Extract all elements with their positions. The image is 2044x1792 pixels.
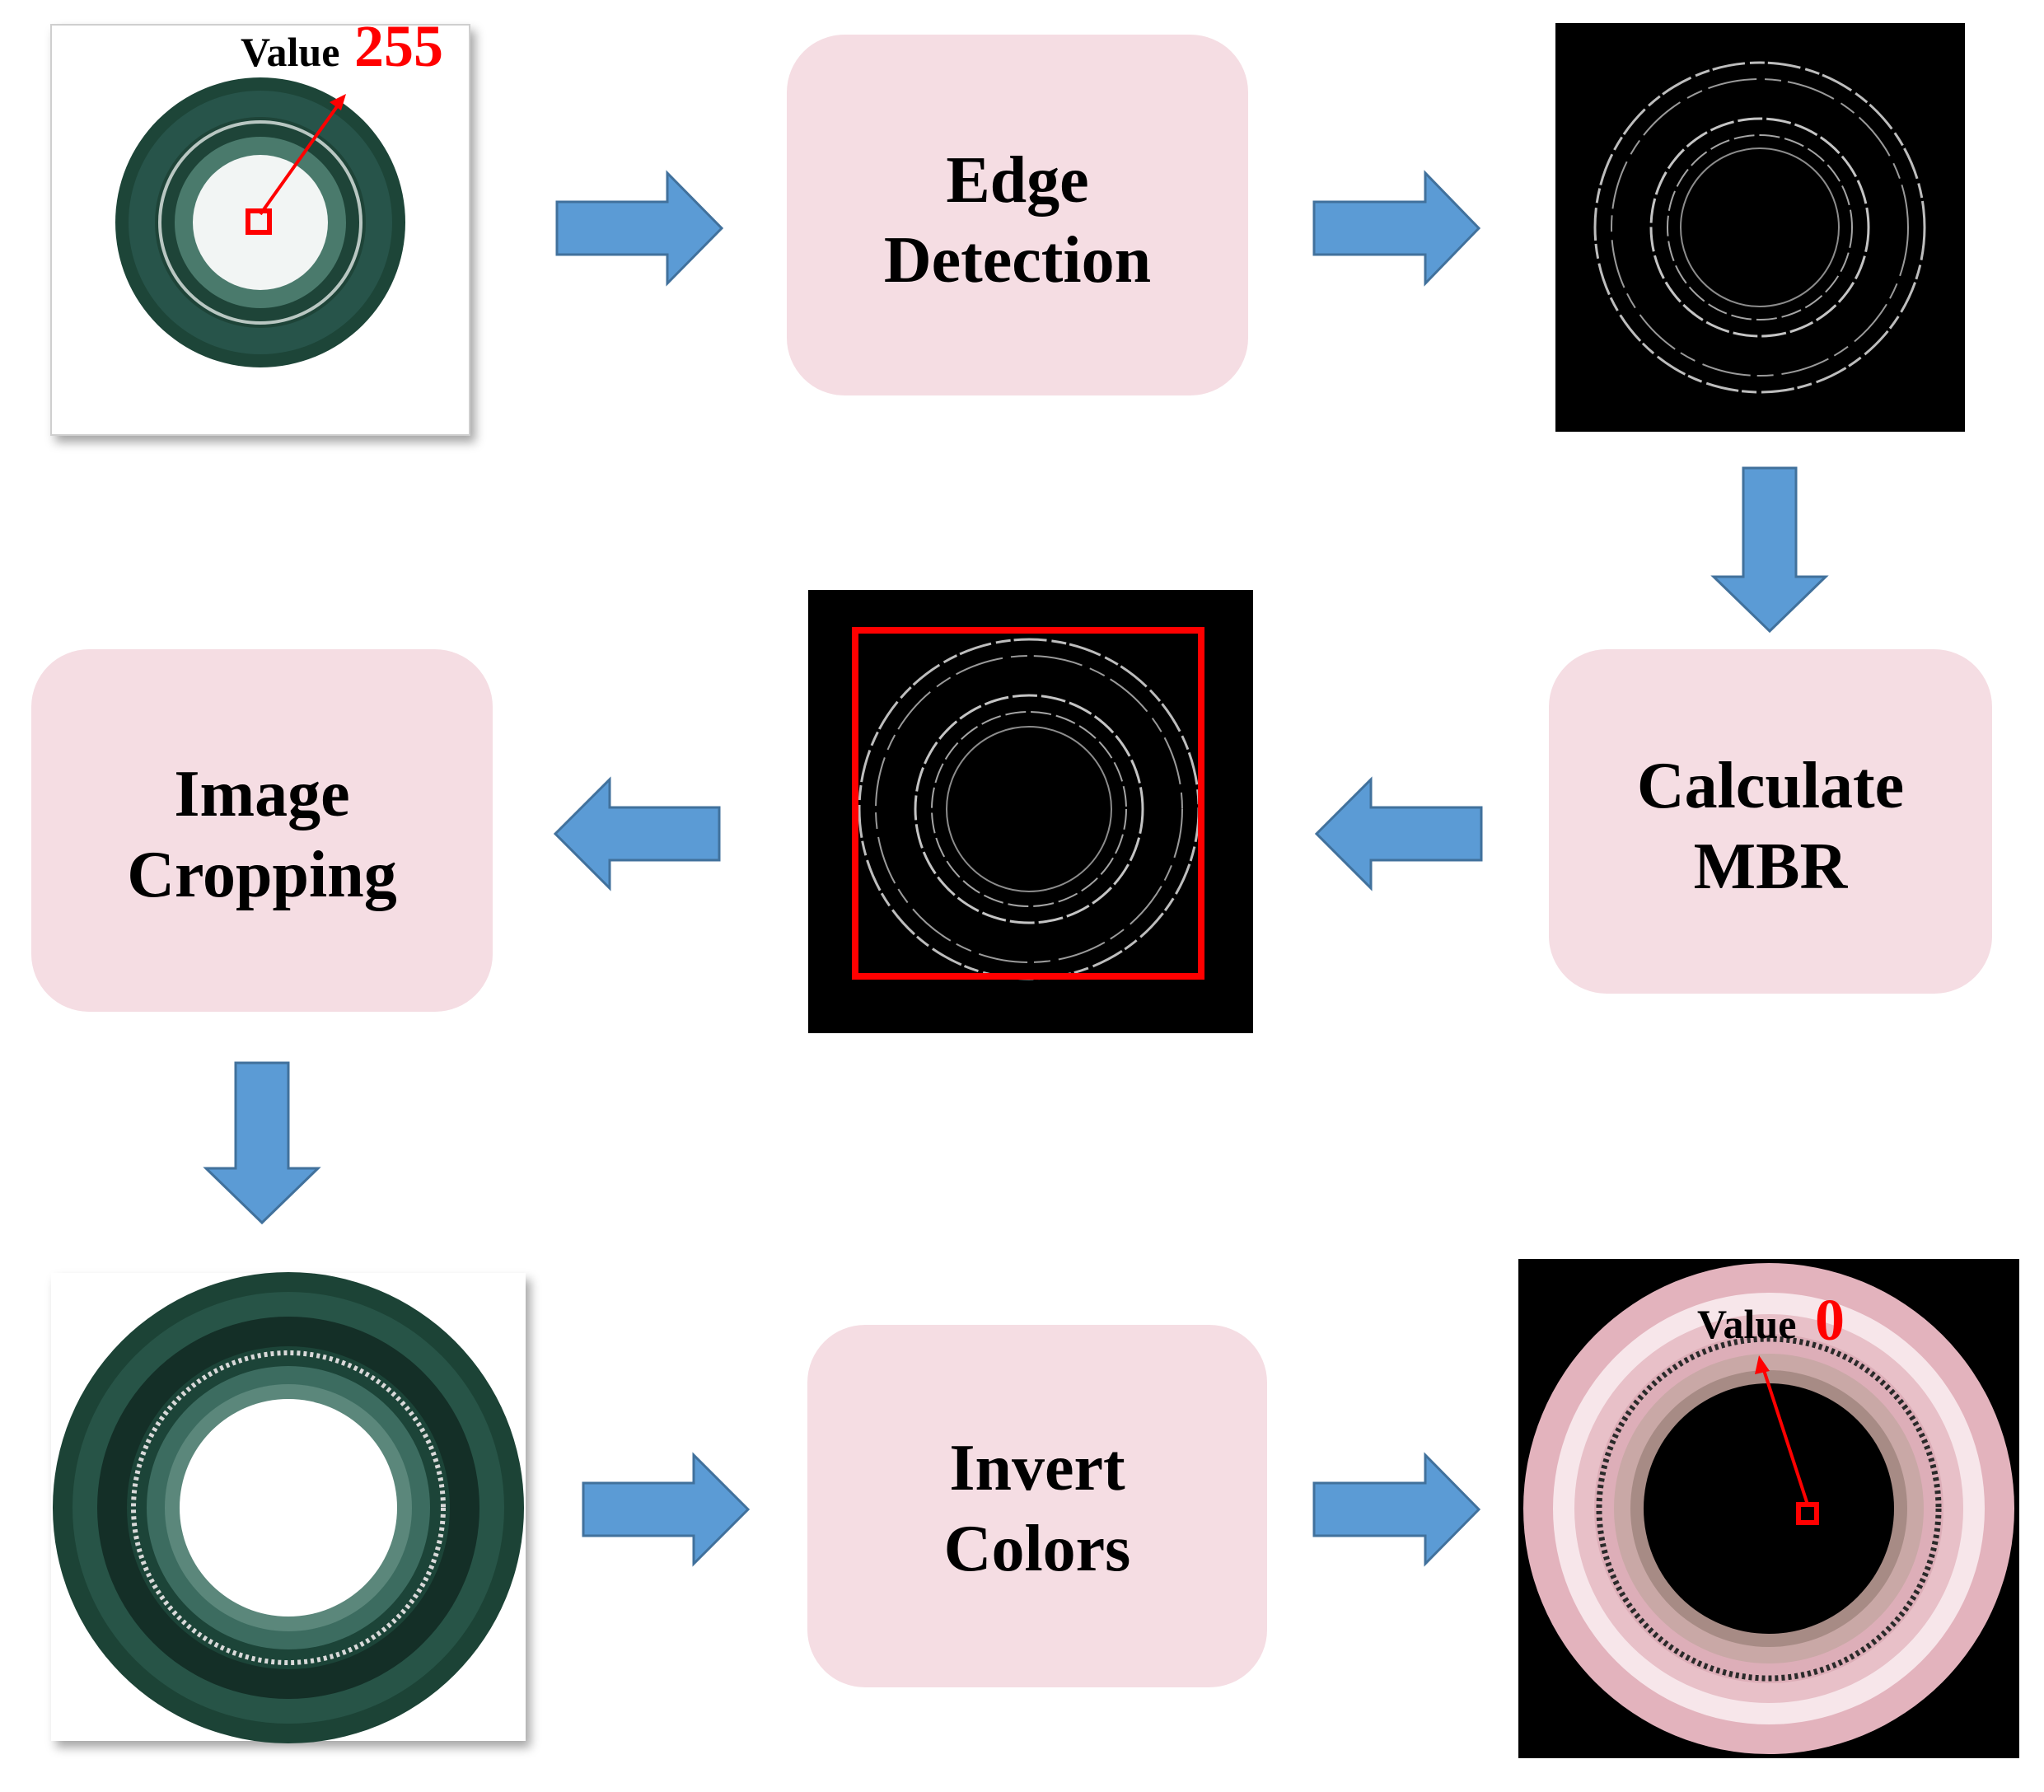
arrow-right-1 — [555, 170, 724, 287]
edge-detection-line2: Detection — [884, 224, 1151, 297]
arrow-right-4 — [1312, 1452, 1481, 1567]
edge-detection-line1: Edge — [946, 144, 1088, 217]
arrow-down-2 — [203, 1061, 321, 1225]
edge-detected-image — [1555, 23, 1965, 432]
invert-colors-box — [807, 1325, 1267, 1687]
output-value-number: 0 — [1815, 1287, 1845, 1353]
invert-colors-line2: Colors — [944, 1513, 1131, 1585]
arrow-right-3 — [582, 1452, 751, 1567]
edge-detection-box — [787, 35, 1248, 395]
arrow-left-2 — [553, 776, 721, 891]
input-value-number: 255 — [354, 13, 443, 79]
arrow-down-1 — [1710, 466, 1829, 634]
mbr-image — [808, 590, 1253, 1033]
output-value-label: Value — [1697, 1301, 1796, 1347]
image-cropping-box — [31, 649, 493, 1012]
image-cropping-line1: Image — [174, 758, 349, 830]
arrow-left-1 — [1314, 776, 1483, 891]
calculate-mbr-line2: MBR — [1694, 830, 1849, 903]
invert-colors-line1: Invert — [949, 1432, 1125, 1504]
input-value-label: Value — [241, 29, 339, 75]
cropped-seal-image — [51, 1272, 526, 1743]
calculate-mbr-line1: Calculate — [1637, 750, 1904, 822]
inverted-seal-image — [1518, 1259, 2019, 1758]
input-seal-image — [50, 24, 470, 436]
mbr-rectangle — [852, 627, 1204, 980]
calculate-mbr-box — [1549, 649, 1992, 994]
arrow-right-2 — [1312, 170, 1481, 287]
image-cropping-line2: Cropping — [127, 839, 397, 911]
